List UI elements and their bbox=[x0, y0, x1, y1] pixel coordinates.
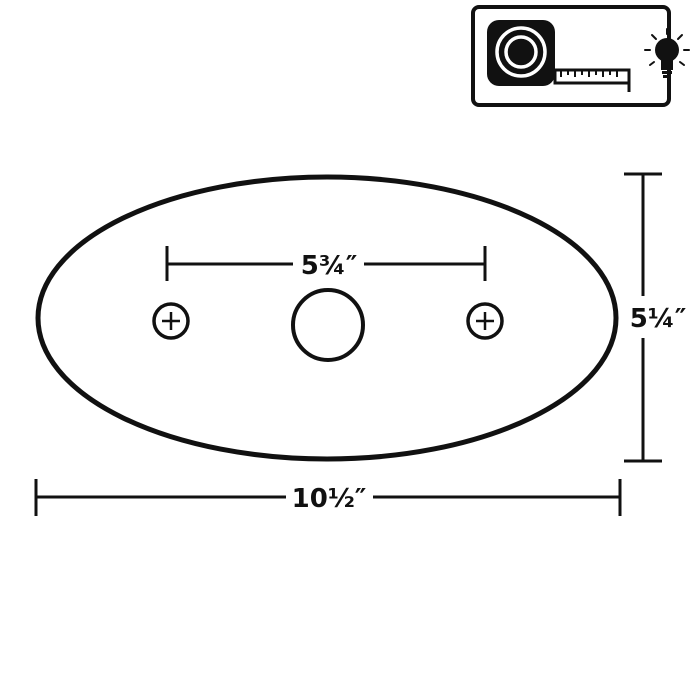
left-screw-hole bbox=[152, 302, 190, 340]
hole-spacing-label: 5¾″ bbox=[301, 251, 358, 281]
width-dimension bbox=[34, 479, 622, 516]
measure-badge bbox=[471, 5, 690, 107]
right-screw-hole bbox=[466, 302, 504, 340]
oval-plate-outline bbox=[35, 174, 619, 462]
width-label: 10½″ bbox=[292, 484, 367, 514]
height-dimension bbox=[624, 172, 662, 463]
lightbulb-icon bbox=[644, 28, 690, 78]
tape-measure-icon bbox=[487, 20, 631, 92]
center-hole bbox=[291, 288, 365, 362]
hole-spacing-dimension bbox=[165, 246, 487, 281]
height-label: 5¼″ bbox=[630, 304, 687, 334]
